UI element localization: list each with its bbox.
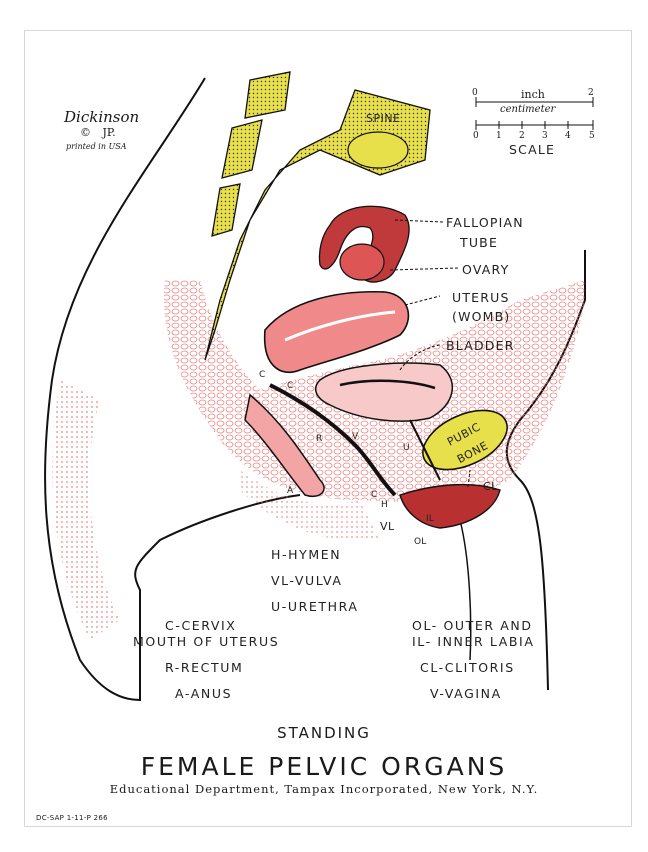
labia-shape bbox=[399, 483, 501, 529]
catalog-code: DC-SAP 1-11-P 266 bbox=[36, 814, 108, 822]
label-uterus-1: UTERUS bbox=[452, 290, 510, 305]
scale-cm-4: 4 bbox=[565, 131, 571, 141]
scale-cm-3: 3 bbox=[542, 131, 548, 141]
publisher-line: Educational Department, Tampax Incorpora… bbox=[109, 782, 539, 796]
label-u: U bbox=[403, 443, 410, 453]
label-fallopian-2: TUBE bbox=[460, 235, 499, 250]
signature-copyright: © JP. bbox=[80, 126, 116, 139]
buttock-shading bbox=[52, 380, 120, 640]
label-ch-c: C bbox=[371, 490, 378, 500]
spine-vertebra-1 bbox=[244, 71, 291, 119]
scale-cm-5: 5 bbox=[589, 131, 595, 141]
lower-dotted-area bbox=[240, 470, 380, 541]
label-il: IL bbox=[426, 514, 435, 524]
label-bladder: BLADDER bbox=[446, 338, 515, 353]
scale-inch-end: 2 bbox=[588, 88, 594, 98]
ovary-shape bbox=[339, 243, 385, 281]
label-r: R bbox=[316, 434, 323, 444]
spine-vertebra-2 bbox=[221, 119, 263, 179]
scale-cm-0: 0 bbox=[473, 131, 479, 141]
rectum-shape bbox=[244, 393, 325, 497]
label-fallopian-1: FALLOPIAN bbox=[446, 215, 524, 230]
spinal-disc bbox=[347, 131, 409, 169]
legend-inner-labia: IL- INNER LABIA bbox=[412, 634, 535, 649]
label-ovary: OVARY bbox=[462, 262, 510, 277]
label-ol: OL bbox=[414, 537, 427, 547]
leader-lines bbox=[389, 219, 471, 488]
label-vl: VL bbox=[380, 520, 395, 533]
scale-ruler bbox=[475, 97, 594, 130]
label-v: V bbox=[352, 432, 359, 442]
pubic-bone-shape bbox=[422, 409, 508, 471]
label-spine: SPINE bbox=[366, 112, 401, 125]
legend-urethra: U-URETHRA bbox=[271, 599, 359, 614]
scale-inch-start: 0 bbox=[472, 88, 478, 98]
scale-inch-label: inch bbox=[521, 88, 545, 101]
label-c-left: C bbox=[259, 370, 266, 380]
label-c-right: C bbox=[287, 381, 294, 391]
page-title: FEMALE PELVIC ORGANS bbox=[140, 752, 508, 781]
label-a: A bbox=[287, 486, 294, 496]
uterus-shape bbox=[263, 290, 410, 374]
legend-vagina: V-VAGINA bbox=[430, 686, 502, 701]
legend-clitoris: CL-CLITORIS bbox=[420, 660, 515, 675]
printed-note: printed in USA bbox=[66, 142, 127, 151]
bladder-shape bbox=[314, 362, 454, 422]
spine-vertebra-3 bbox=[211, 183, 241, 237]
artist-signature: Dickinson bbox=[64, 108, 140, 126]
scale-cm-label: centimeter bbox=[500, 104, 556, 115]
scale-title: SCALE bbox=[509, 142, 556, 157]
label-ch-h: H bbox=[381, 500, 388, 510]
body-outline bbox=[44, 77, 301, 702]
vagina-canal bbox=[269, 383, 397, 497]
thigh-outline bbox=[459, 519, 472, 661]
legend-cervix: C-CERVIX bbox=[165, 618, 237, 633]
label-uterus-2: (WOMB) bbox=[452, 309, 511, 324]
bladder-cavity bbox=[339, 379, 436, 390]
legend-anus: A-ANUS bbox=[175, 686, 233, 701]
label-cl: CL bbox=[483, 480, 498, 493]
copyright-mark: © bbox=[80, 126, 91, 139]
scale-cm-1: 1 bbox=[496, 131, 502, 141]
subtitle: STANDING bbox=[277, 724, 371, 742]
legend-rectum: R-RECTUM bbox=[165, 660, 244, 675]
legend-hymen: H-HYMEN bbox=[271, 547, 342, 562]
legend-vulva: VL-VULVA bbox=[271, 573, 343, 588]
uterus-cavity bbox=[284, 310, 396, 342]
artist-initials: JP. bbox=[102, 126, 116, 139]
scale-cm-2: 2 bbox=[519, 131, 525, 141]
urethra-line bbox=[409, 419, 441, 481]
legend-outer-labia: OL- OUTER AND bbox=[412, 618, 533, 633]
legend-cervix-mouth: MOUTH OF UTERUS bbox=[133, 634, 280, 649]
